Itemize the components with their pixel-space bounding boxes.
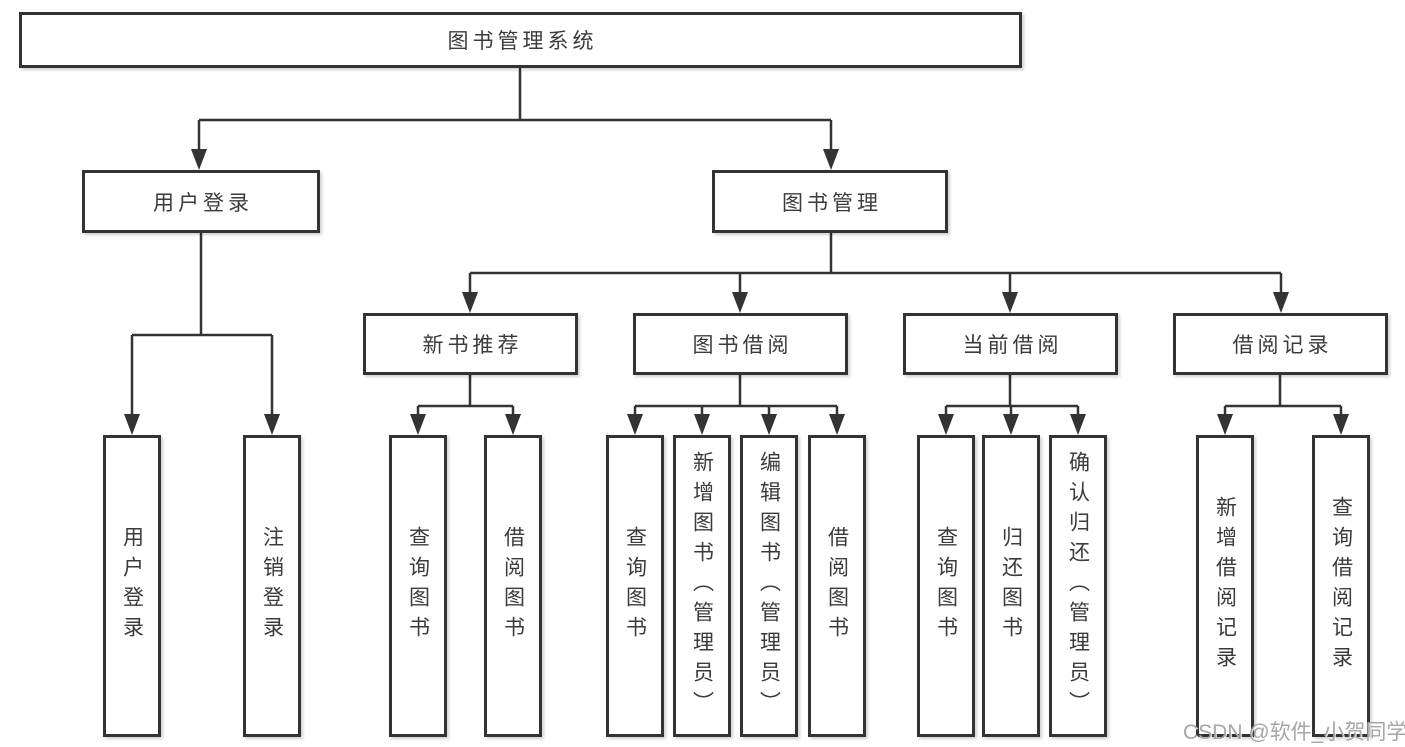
node-label: 新增借阅记录 bbox=[1213, 496, 1237, 676]
node-label: 新书推荐 bbox=[422, 334, 523, 357]
node-label: 新增图书（管理员） bbox=[690, 451, 714, 721]
leaf-current-confirm-return-admin: 确认归还（管理员） bbox=[1049, 435, 1107, 737]
leaf-borrow-query-books: 查询图书 bbox=[606, 435, 664, 737]
node-label: 注销登录 bbox=[260, 526, 284, 646]
node-label: 借阅图书 bbox=[501, 526, 525, 646]
node-label: 确认归还（管理员） bbox=[1066, 451, 1090, 721]
leaf-records-add-record: 新增借阅记录 bbox=[1196, 435, 1254, 737]
node-current-borrow: 当前借阅 bbox=[903, 313, 1118, 375]
node-label: 查询图书 bbox=[406, 526, 430, 646]
leaf-borrow-borrow-books: 借阅图书 bbox=[808, 435, 866, 737]
leaf-newbook-borrow-books: 借阅图书 bbox=[484, 435, 542, 737]
node-new-book-recommend: 新书推荐 bbox=[363, 313, 578, 375]
node-label: 归还图书 bbox=[999, 526, 1023, 646]
leaf-newbook-query-books: 查询图书 bbox=[389, 435, 447, 737]
node-label: 借阅记录 bbox=[1232, 334, 1333, 357]
leaf-borrow-add-books-admin: 新增图书（管理员） bbox=[673, 435, 731, 737]
leaf-logout: 注销登录 bbox=[243, 435, 301, 737]
leaf-records-query-record: 查询借阅记录 bbox=[1312, 435, 1370, 737]
node-label: 图书管理 bbox=[782, 191, 882, 215]
leaf-current-query-books: 查询图书 bbox=[917, 435, 975, 737]
node-label: 当前借阅 bbox=[962, 334, 1063, 357]
node-label: 查询图书 bbox=[934, 526, 958, 646]
node-user-login: 用户登录 bbox=[82, 170, 320, 233]
leaf-current-return-books: 归还图书 bbox=[982, 435, 1040, 737]
node-label: 查询图书 bbox=[623, 526, 647, 646]
node-label: 编辑图书（管理员） bbox=[757, 451, 781, 721]
node-label: 用户登录 bbox=[120, 526, 144, 646]
node-root: 图书管理系统 bbox=[19, 12, 1022, 68]
node-borrow-records: 借阅记录 bbox=[1173, 313, 1388, 375]
node-book-management: 图书管理 bbox=[712, 170, 948, 233]
node-book-borrow: 图书借阅 bbox=[633, 313, 848, 375]
node-label: 图书借阅 bbox=[692, 334, 793, 357]
leaf-borrow-edit-books-admin: 编辑图书（管理员） bbox=[740, 435, 798, 737]
arrowhead-icons bbox=[124, 149, 1349, 435]
watermark: CSDN @软件_小贺同学 bbox=[1183, 721, 1405, 744]
leaf-user-login: 用户登录 bbox=[103, 435, 161, 737]
node-label: 查询借阅记录 bbox=[1329, 496, 1353, 676]
node-label: 借阅图书 bbox=[825, 526, 849, 646]
node-label: 图书管理系统 bbox=[447, 30, 598, 53]
connector-paths bbox=[130, 68, 1343, 417]
node-label: 用户登录 bbox=[153, 191, 253, 215]
